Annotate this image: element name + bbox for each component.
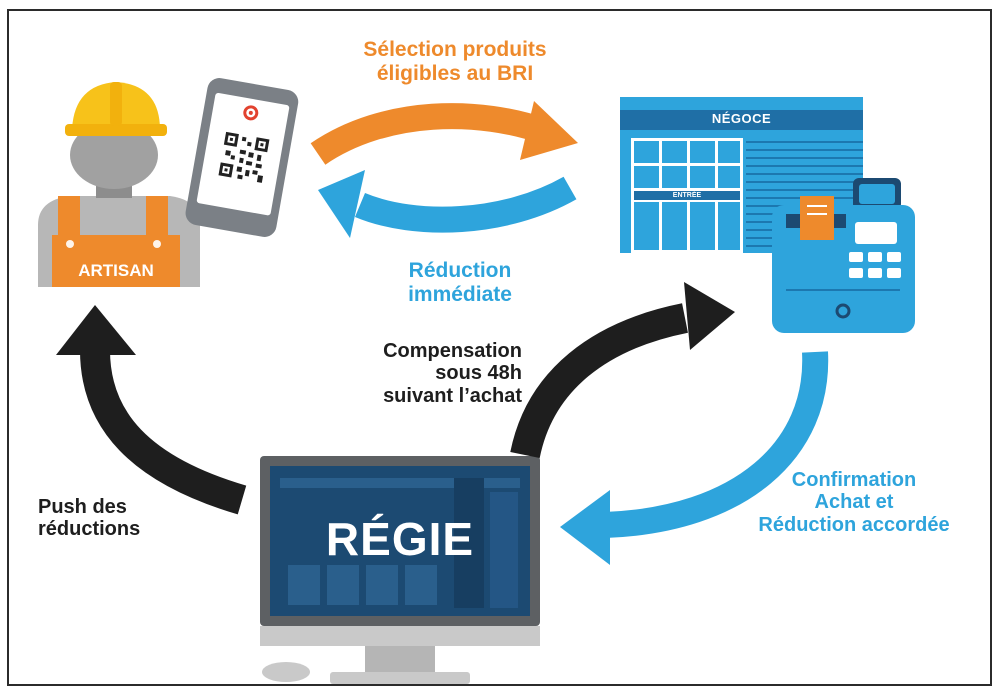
smartphone-qr xyxy=(185,78,299,237)
push-line-1: Push des xyxy=(38,496,127,518)
compensation-flow-label: Compensation sous 48h suivant l’achat xyxy=(322,340,522,407)
compensation-line-2: sous 48h xyxy=(435,362,522,385)
confirmation-flow-label: Confirmation Achat et Réduction accordée xyxy=(728,469,980,536)
compensation-line-1: Compensation xyxy=(383,340,522,362)
arrow-compensation xyxy=(510,282,735,459)
confirmation-line-2: Achat et xyxy=(814,491,894,514)
push-flow-label: Push des réductions xyxy=(38,496,188,541)
reduction-flow-label: Réduction immédiate xyxy=(360,259,560,306)
artisan-figure xyxy=(38,82,200,287)
diagram-frame xyxy=(7,9,992,686)
compensation-line-3: suivant l’achat xyxy=(383,384,522,407)
cash-register xyxy=(772,178,915,333)
confirmation-line-3: Réduction accordée xyxy=(758,513,950,536)
selection-flow-label: Sélection produits éligibles au BRI xyxy=(330,38,580,85)
arrow-push xyxy=(56,305,247,515)
entree-label: ENTRÉE xyxy=(672,192,702,199)
selection-line-1: Sélection produits xyxy=(363,38,547,61)
reduction-line-1: Réduction xyxy=(408,259,512,282)
regie-monitor xyxy=(260,456,540,684)
confirmation-line-1: Confirmation xyxy=(791,469,917,491)
selection-line-2: éligibles au BRI xyxy=(376,61,534,85)
arrow-reduction xyxy=(318,170,577,238)
regie-label: RÉGIE xyxy=(325,513,475,565)
arrow-confirmation xyxy=(560,351,829,565)
push-line-2: réductions xyxy=(38,518,141,541)
artisan-label: ARTISAN xyxy=(78,261,154,280)
reduction-line-2: immédiate xyxy=(408,282,512,306)
negoce-label: NÉGOCE xyxy=(711,111,772,126)
arrow-selection xyxy=(310,101,578,165)
